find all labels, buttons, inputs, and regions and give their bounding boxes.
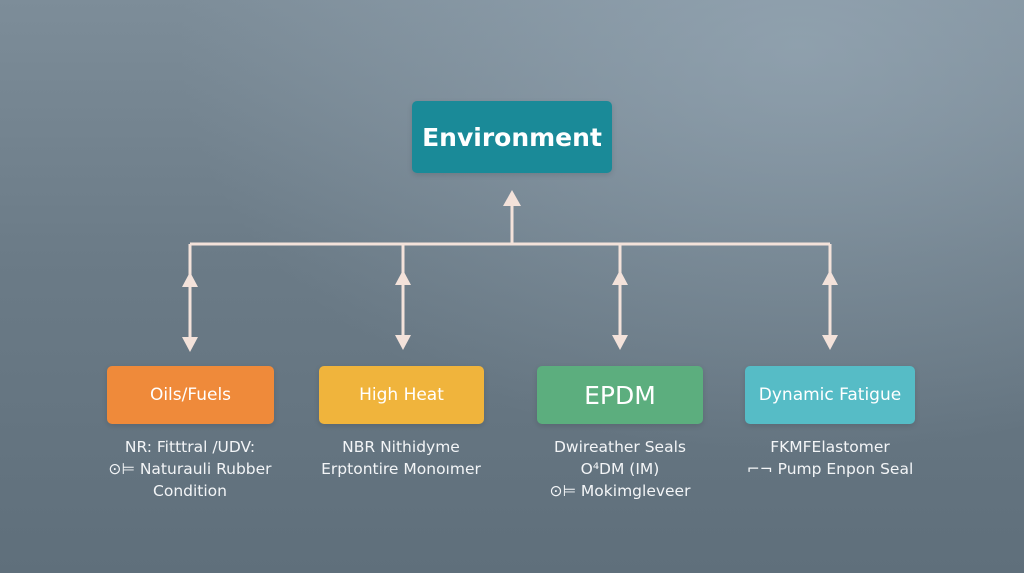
dynamic-fatigue-node: Dynamic Fatigue	[745, 366, 915, 424]
oils-fuels-node: Oils/Fuels	[107, 366, 274, 424]
dynamic-fatigue-label: Dynamic Fatigue	[758, 385, 902, 405]
environment-node-label: Environment	[422, 122, 602, 152]
oils-fuels-description: NR: Fitttral /UDV: ⊙⊨ Naturauli Rubber C…	[80, 436, 300, 502]
arrowhead-down-dynamic-fatigue	[822, 335, 838, 350]
description-line: ⊙⊨ Naturauli Rubber	[108, 460, 272, 478]
description-line: ⊙⊨ Mokimgleveer	[549, 482, 691, 500]
high-heat-node: High Heat	[319, 366, 484, 424]
oils-fuels-label: Oils/Fuels	[149, 385, 232, 405]
high-heat-description: NBR Nithidyme Erptontire Monoımer	[291, 436, 511, 480]
connector-group	[182, 190, 838, 352]
arrowhead-up-dynamic-fatigue	[822, 270, 838, 285]
epdm-label: EPDM	[584, 380, 656, 410]
arrowhead-down-high-heat	[395, 335, 411, 350]
description-line: FKMFElastomer	[770, 438, 890, 456]
high-heat-label: High Heat	[359, 385, 444, 405]
environment-node: Environment	[412, 101, 612, 173]
description-line: NBR Nithidyme	[342, 438, 460, 456]
epdm-description: Dwireather Seals O⁴DM (IM) ⊙⊨ Mokimgleve…	[510, 436, 730, 502]
description-line: NR: Fitttral /UDV:	[124, 438, 256, 456]
arrowhead-down-oils-fuels	[182, 337, 198, 352]
arrowhead-up-oils-fuels	[182, 272, 198, 287]
description-line: O⁴DM (IM)	[580, 460, 660, 478]
description-line: Erptontire Monoımer	[321, 460, 481, 478]
description-line: Dwireather Seals	[554, 438, 686, 456]
description-line: Condition	[153, 482, 227, 500]
arrowhead-up-high-heat	[395, 270, 411, 285]
epdm-node: EPDM	[537, 366, 703, 424]
arrowhead-up-epdm	[612, 270, 628, 285]
root-arrowhead-up	[503, 190, 521, 206]
dynamic-fatigue-description: FKMFElastomer ⌐¬ Pump Enpon Seal	[720, 436, 940, 480]
arrowhead-down-epdm	[612, 335, 628, 350]
description-line: ⌐¬ Pump Enpon Seal	[746, 460, 914, 478]
